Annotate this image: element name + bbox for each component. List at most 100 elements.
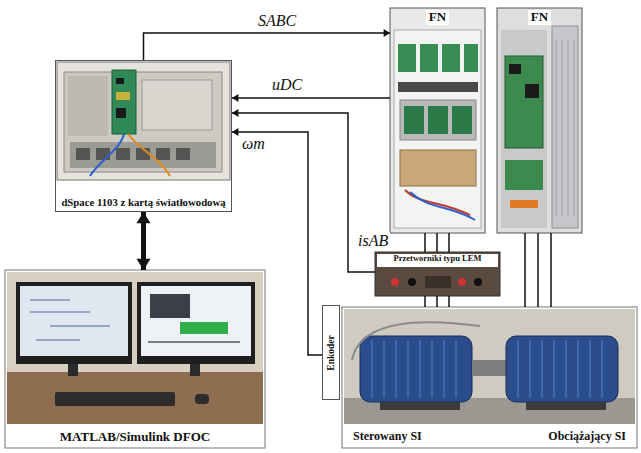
- photo-detail: [68, 364, 78, 376]
- dspace-photo: [57, 62, 230, 180]
- connector-line: [424, 233, 426, 252]
- photo-detail: [391, 278, 399, 286]
- controller-box: dSpace 1103 z kartą światłowodową: [55, 60, 232, 212]
- connector-line: [524, 233, 526, 307]
- photo-detail: [518, 340, 602, 398]
- photo-detail: [360, 336, 472, 402]
- photo-detail: [128, 134, 170, 176]
- photo-detail: [137, 282, 255, 364]
- photo-detail: [425, 276, 451, 288]
- photo-detail: [116, 92, 130, 100]
- signal-arrow: [232, 94, 390, 102]
- connector-line: [424, 296, 426, 307]
- power-wires: [425, 296, 449, 307]
- motors-photo: [342, 307, 637, 448]
- photo-detail: [150, 294, 190, 318]
- photo-detail: [464, 44, 478, 72]
- current-transducer-photo: [375, 252, 500, 296]
- inverter-box: FN: [497, 8, 582, 233]
- motor-box: Sterowany SI: [342, 307, 490, 448]
- photo-detail: [458, 278, 466, 286]
- connector-line: [436, 233, 438, 252]
- arrow-head: [232, 109, 238, 117]
- photo-detail: [405, 190, 470, 215]
- photo-detail: [552, 26, 578, 228]
- arrow-head: [137, 259, 151, 270]
- signal-name: isAB: [356, 232, 390, 250]
- photo-detail: [526, 402, 606, 410]
- connector-line: [232, 113, 375, 272]
- transducer-box: Przetworniki typu LEM: [375, 252, 500, 296]
- photo-detail: [394, 30, 481, 228]
- photo-detail: [7, 372, 263, 424]
- photo-detail: [505, 56, 543, 148]
- inverter-photo: [390, 8, 485, 233]
- photo-detail: [352, 322, 480, 360]
- photo-detail: [428, 106, 448, 134]
- inverter-box: FN: [390, 8, 485, 233]
- power-wires: [425, 233, 449, 252]
- signal-arrow: [137, 212, 151, 270]
- photo-detail: [509, 64, 521, 74]
- photo-detail: [68, 76, 108, 136]
- inverter-photo: [497, 8, 582, 233]
- photo-detail: [176, 148, 190, 160]
- photo-detail: [380, 402, 460, 410]
- photo-detail: [30, 300, 110, 340]
- photo-detail: [408, 278, 416, 286]
- photo-detail: [400, 150, 476, 186]
- photo-detail: [96, 148, 110, 160]
- photo-detail: [55, 392, 175, 406]
- photo-detail: [112, 70, 136, 134]
- connector-line: [537, 233, 539, 307]
- photo-detail: [556, 40, 574, 216]
- photo-detail: [156, 148, 170, 160]
- photo-detail: [398, 44, 416, 72]
- connector-line: [232, 97, 390, 99]
- signal-name: uDC: [270, 76, 304, 94]
- photo-detail: [116, 108, 126, 118]
- motor-box: Obciążający SI: [490, 307, 637, 448]
- workstation-photo: [5, 270, 265, 448]
- photo-detail: [57, 62, 230, 180]
- photo-detail: [342, 307, 637, 448]
- photo-detail: [390, 8, 485, 233]
- signal-arrow: [144, 29, 391, 60]
- caption-text: Obciążający SI: [545, 430, 629, 443]
- connector-line: [232, 132, 322, 355]
- workstation-box: MATLAB/Simulink DFOC: [5, 270, 265, 448]
- photo-detail: [410, 192, 475, 220]
- photo-detail: [116, 148, 130, 160]
- signal-name: SABC: [256, 12, 298, 30]
- signal-name: ωm: [240, 135, 267, 153]
- connector-line: [448, 233, 450, 252]
- caption-text: MATLAB/Simulink DFOC: [57, 430, 213, 445]
- caption-text: Przetworniki typu LEM: [391, 254, 485, 264]
- photo-detail: [505, 160, 543, 190]
- photo-detail: [344, 309, 635, 424]
- photo-detail: [510, 200, 538, 208]
- arrow-head: [232, 128, 238, 136]
- connector-line: [550, 233, 552, 307]
- photo-detail: [76, 148, 90, 160]
- arrow-head: [232, 94, 238, 102]
- connector-line: [144, 33, 391, 60]
- vertical-label: Enkoder: [326, 335, 337, 370]
- photo-detail: [501, 30, 547, 228]
- photo-detail: [180, 322, 228, 334]
- photo-detail: [398, 82, 478, 92]
- photo-detail: [506, 336, 618, 402]
- photo-detail: [5, 270, 265, 448]
- signal-arrow: [232, 128, 322, 355]
- photo-detail: [190, 364, 200, 376]
- photo-detail: [195, 394, 209, 404]
- photo-detail: [20, 286, 128, 356]
- caption-text: FN: [426, 10, 449, 25]
- photo-detail: [70, 142, 216, 168]
- photo-detail: [116, 78, 124, 84]
- photo-detail: [148, 341, 240, 343]
- arrow-head: [137, 212, 151, 223]
